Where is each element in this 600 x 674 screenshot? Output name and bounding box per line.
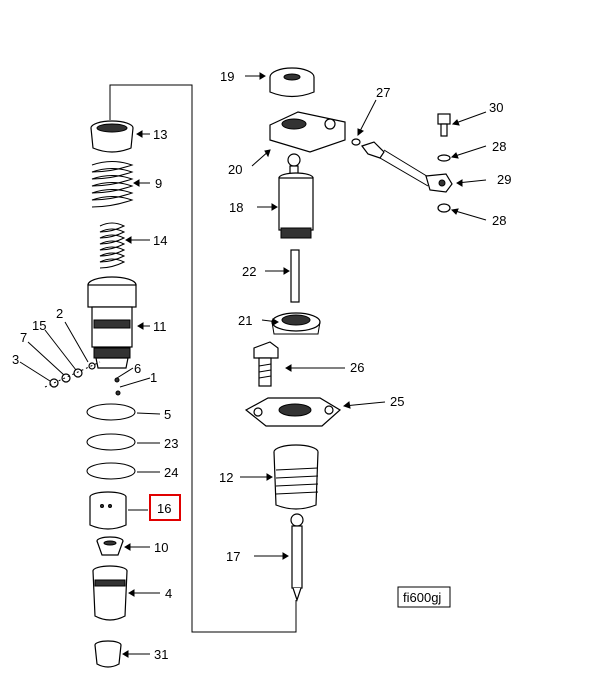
label-15: 15 <box>32 318 46 333</box>
figure-id: fi600gj <box>397 586 451 608</box>
label-31: 31 <box>154 647 168 662</box>
label-26: 26 <box>350 360 364 375</box>
part-17-needle[interactable] <box>290 513 304 602</box>
part-7-spring[interactable] <box>61 373 71 383</box>
label-6: 6 <box>134 361 141 376</box>
label-29: 29 <box>497 172 511 187</box>
part-24-o-ring[interactable] <box>86 462 136 480</box>
label-28-upper: 28 <box>492 139 506 154</box>
label-9: 9 <box>155 176 162 191</box>
figure-id-text: fi600gj <box>403 590 441 605</box>
part-25-flange[interactable] <box>244 397 342 427</box>
callout-labels: 13 9 14 11 2 15 7 3 6 1 5 23 24 16 10 4 … <box>12 69 511 662</box>
label-13: 13 <box>153 127 167 142</box>
part-27-seal[interactable] <box>351 138 361 146</box>
label-1: 1 <box>150 370 157 385</box>
part-31-retainer[interactable] <box>94 640 122 668</box>
label-7: 7 <box>20 330 27 345</box>
label-11: 11 <box>153 319 167 334</box>
label-27: 27 <box>376 85 390 100</box>
part-14-spring[interactable] <box>99 222 126 269</box>
part-26-bolt[interactable] <box>253 341 279 387</box>
leader-lines <box>19 72 487 658</box>
label-14: 14 <box>153 233 167 248</box>
part-4-cup[interactable] <box>92 565 128 621</box>
label-10: 10 <box>154 540 168 555</box>
part-3-washer[interactable] <box>49 378 59 388</box>
part-23-o-ring[interactable] <box>86 433 136 451</box>
part-5-o-ring[interactable] <box>86 403 136 421</box>
part-22-rod[interactable] <box>290 249 300 303</box>
highlight-box <box>149 494 181 521</box>
part-19-nut[interactable] <box>269 67 315 98</box>
part-18-plunger[interactable] <box>278 153 314 239</box>
part-10-check-valve[interactable] <box>96 536 124 556</box>
part-29-fuel-line[interactable] <box>361 141 453 193</box>
label-28-lower: 28 <box>492 213 506 228</box>
part-12-body[interactable] <box>273 444 319 510</box>
part-28-washer-upper[interactable] <box>437 154 451 162</box>
assembly-connector-line <box>109 84 297 633</box>
label-21: 21 <box>238 313 252 328</box>
label-24: 24 <box>164 465 178 480</box>
label-2: 2 <box>56 306 63 321</box>
part-15-seal[interactable] <box>73 368 83 378</box>
part-28-washer-lower[interactable] <box>437 203 451 213</box>
part-20-link[interactable] <box>269 111 346 153</box>
part-16-orifice-plug[interactable] <box>89 491 127 530</box>
label-4: 4 <box>165 586 172 601</box>
label-25: 25 <box>390 394 404 409</box>
label-22: 22 <box>242 264 256 279</box>
part-21-gear-retainer[interactable] <box>271 312 321 335</box>
label-20: 20 <box>228 162 242 177</box>
part-11-body[interactable] <box>87 276 137 369</box>
label-3: 3 <box>12 352 19 367</box>
label-17: 17 <box>226 549 240 564</box>
label-5: 5 <box>164 407 171 422</box>
label-19: 19 <box>220 69 234 84</box>
part-13-cap[interactable] <box>90 120 134 153</box>
part-30-bolt[interactable] <box>437 113 451 137</box>
part-1-pin[interactable] <box>115 390 121 396</box>
label-30: 30 <box>489 100 503 115</box>
label-12: 12 <box>219 470 233 485</box>
label-23: 23 <box>164 436 178 451</box>
part-9-spring[interactable] <box>91 161 134 208</box>
label-16: 16 <box>157 501 171 516</box>
part-6-pin[interactable] <box>114 377 120 383</box>
label-18: 18 <box>229 200 243 215</box>
